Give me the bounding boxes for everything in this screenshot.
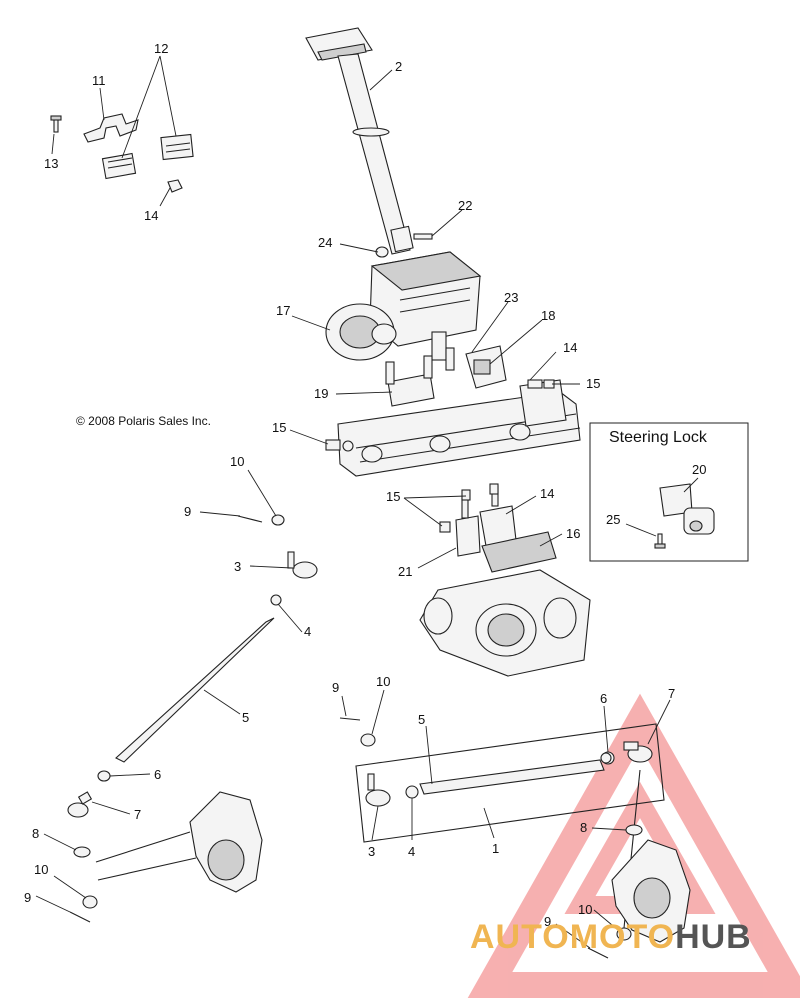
upper-clamp-parts [50,113,194,193]
callout-10: 10 [376,674,390,689]
watermark-part2: HUB [675,918,752,956]
callout-10: 10 [578,902,592,917]
watermark-part1: AUTOMOTO [470,918,675,956]
callout-8: 8 [32,826,39,841]
callout-7: 7 [134,807,141,822]
front-differential [419,569,591,677]
callout-3: 3 [368,844,375,859]
callout-15: 15 [586,376,600,391]
frame-crossmember [337,379,581,477]
callout-10: 10 [230,454,244,469]
callout-3: 3 [234,559,241,574]
power-steering-unit [325,251,482,361]
callout-6: 6 [600,691,607,706]
callout-8: 8 [580,820,587,835]
callout-14: 14 [540,486,554,501]
left-knuckle [95,791,263,893]
watermark-text: AUTOMOTOHUB [470,918,752,956]
steering-column [305,27,414,255]
callout-12: 12 [154,41,168,56]
callout-1: 1 [492,841,499,856]
callout-14: 14 [144,208,158,223]
callout-5: 5 [242,710,249,725]
callout-9: 9 [24,890,31,905]
callout-15: 15 [272,420,286,435]
callout-9: 9 [184,504,191,519]
callout-4: 4 [304,624,311,639]
callout-11: 11 [92,73,106,88]
callout-6: 6 [154,767,161,782]
callout-22: 22 [458,198,472,213]
callout-20: 20 [692,462,706,477]
steering-lock-title: Steering Lock [609,429,708,446]
fasteners [325,233,612,764]
steering-lock-box [589,422,749,562]
callout-18: 18 [541,308,555,323]
left-tie-rod [67,514,318,923]
callout-19: 19 [314,386,328,401]
callout-7: 7 [668,686,675,701]
callout-9: 9 [544,914,551,929]
callout-9: 9 [332,680,339,695]
callout-4: 4 [408,844,415,859]
callout-25: 25 [606,512,620,527]
callout-17: 17 [276,303,290,318]
callout-5: 5 [418,712,425,727]
callout-16: 16 [566,526,580,541]
right-knuckle [587,769,691,959]
callout-23: 23 [504,290,518,305]
callout-13: 13 [44,156,58,171]
leader-lines [35,55,699,949]
callout-15: 15 [386,489,400,504]
callout-14: 14 [563,340,577,355]
lower-bracket-assembly [455,485,557,573]
callout-labels: 12 11 13 14 2 22 24 17 23 18 14 19 15 15… [24,41,706,929]
callout-21: 21 [398,564,412,579]
callout-2: 2 [395,59,402,74]
callout-24: 24 [318,235,332,250]
mounting-brackets [385,345,507,407]
callout-10: 10 [34,862,48,877]
copyright-text: © 2008 Polaris Sales Inc. [76,414,211,428]
